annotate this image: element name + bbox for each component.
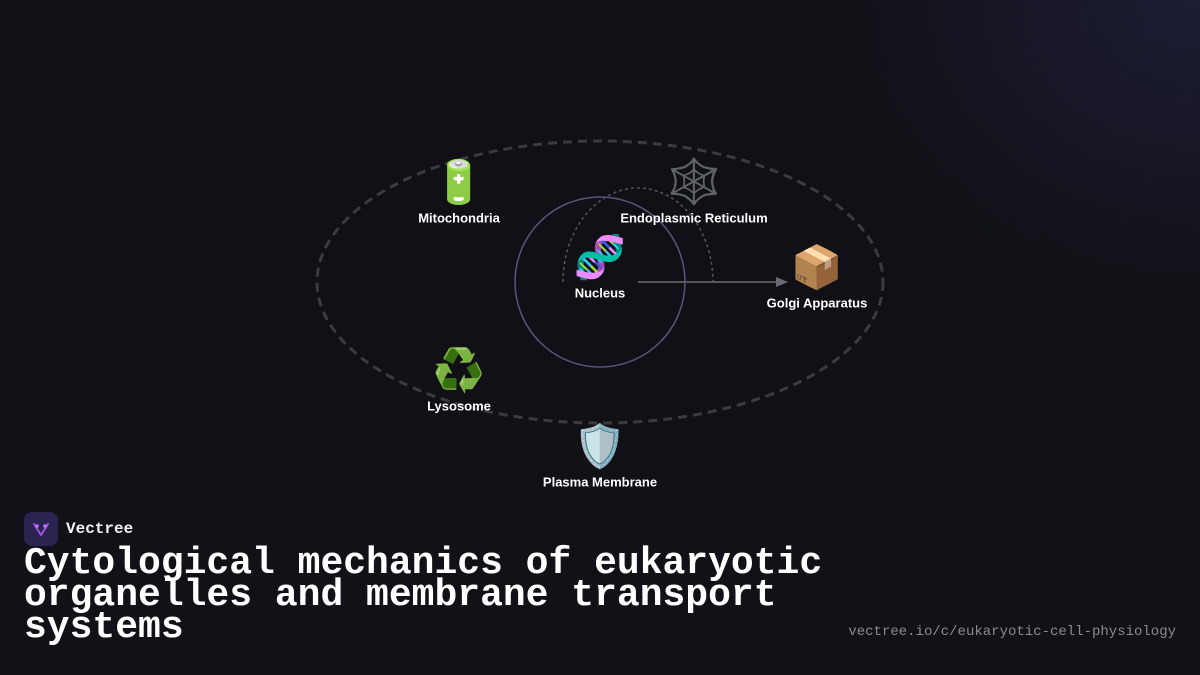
vectree-logo-icon <box>24 512 58 546</box>
node-nucleus: 🧬 Nucleus <box>573 232 627 301</box>
shield-icon: 🛡️ <box>573 421 627 471</box>
cell-boundary-ellipse <box>315 139 885 425</box>
node-plasma-membrane: 🛡️ Plasma Membrane <box>542 421 658 490</box>
node-label: Mitochondria <box>418 210 500 226</box>
page-url[interactable]: vectree.io/c/eukaryotic-cell-physiology <box>848 624 1176 640</box>
web-icon: 🕸️ <box>666 156 722 208</box>
node-label: Endoplasmic Reticulum <box>620 210 768 226</box>
brand[interactable]: Vectree <box>24 512 133 546</box>
package-icon: 📦 <box>790 242 844 292</box>
recycle-icon: ♻️ <box>432 345 486 395</box>
node-label: Lysosome <box>427 398 491 414</box>
brand-name: Vectree <box>66 520 134 538</box>
node-endoplasmic-reticulum: 🕸️ Endoplasmic Reticulum <box>620 156 768 226</box>
dna-icon: 🧬 <box>573 232 627 282</box>
node-label: Golgi Apparatus <box>766 295 868 311</box>
node-golgi-apparatus: 📦 Golgi Apparatus <box>766 242 868 311</box>
page-title: Cytological mechanics of eukaryotic orga… <box>24 542 823 649</box>
node-lysosome: ♻️ Lysosome <box>427 345 491 414</box>
battery-icon: 🔋 <box>432 157 486 207</box>
node-label: Plasma Membrane <box>542 474 658 490</box>
node-label: Nucleus <box>574 285 626 301</box>
node-mitochondria: 🔋 Mitochondria <box>418 157 500 226</box>
er-arc <box>562 187 714 283</box>
